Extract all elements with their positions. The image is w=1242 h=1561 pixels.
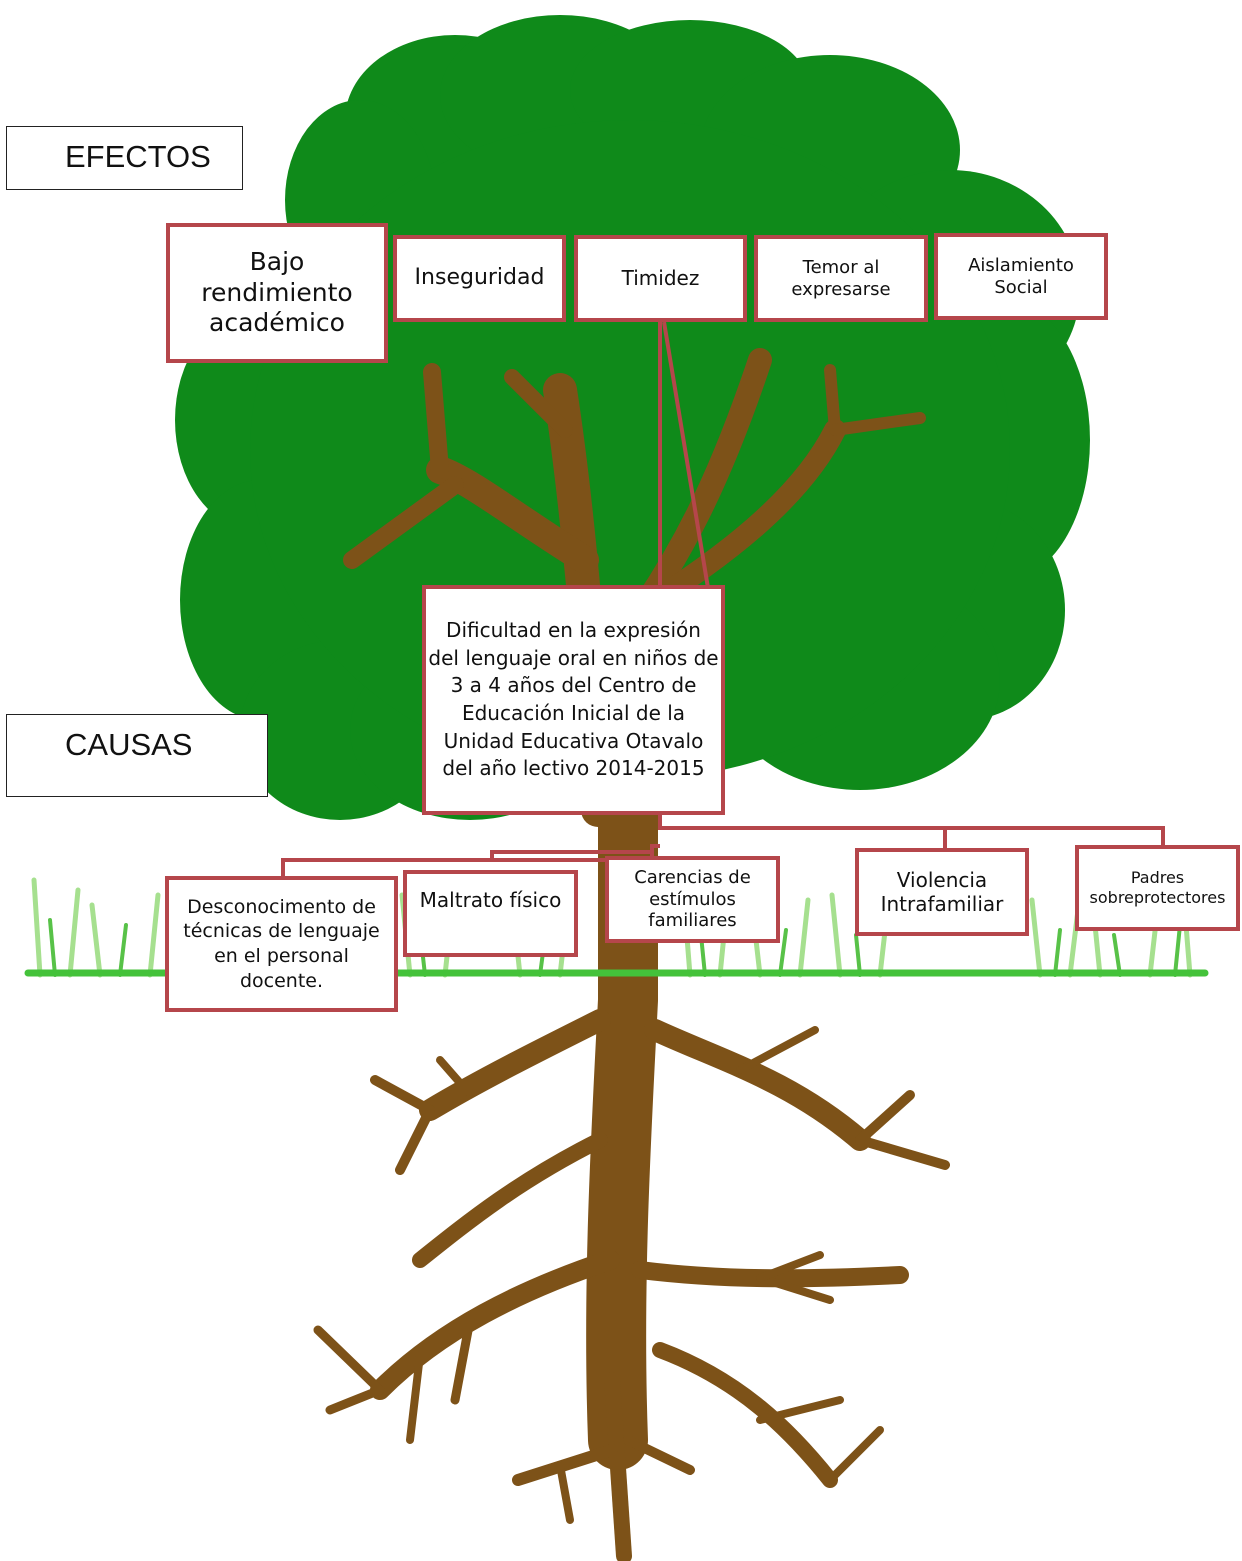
effect-label: Aislamiento Social (968, 254, 1074, 298)
cause-box: Violencia Intrafamiliar (855, 848, 1029, 936)
effect-box: Inseguridad (393, 235, 566, 322)
cause-label: Padres sobreprotectores (1089, 868, 1226, 907)
effect-label: Timidez (621, 266, 700, 291)
effect-label: Inseguridad (414, 265, 545, 291)
causes-header-box: CAUSAS (6, 714, 268, 797)
cause-box: Maltrato físico (403, 870, 578, 957)
cause-label: Desconocimento de técnicas de lenguaje e… (183, 895, 380, 992)
causes-header: CAUSAS (65, 727, 193, 762)
cause-box: Carencias de estímulos familiares (605, 856, 780, 943)
cause-box: Desconocimento de técnicas de lenguaje e… (165, 876, 398, 1012)
cause-box: Padres sobreprotectores (1075, 845, 1240, 931)
central-problem-text: Dificultad en la expresión del lenguaje … (428, 618, 719, 781)
central-problem-box: Dificultad en la expresión del lenguaje … (422, 585, 725, 815)
cause-label: Violencia Intrafamiliar (880, 867, 1004, 916)
effects-header-box: EFECTOS (6, 126, 243, 190)
cause-label: Maltrato físico (419, 888, 562, 912)
effect-box: Bajo rendimiento académico (166, 223, 388, 363)
effect-box: Aislamiento Social (934, 233, 1108, 320)
cause-label: Carencias de estímulos familiares (634, 866, 751, 932)
effect-label: Bajo rendimiento académico (201, 247, 353, 338)
effect-box: Timidez (574, 235, 747, 322)
tree-roots (313, 770, 950, 1561)
effect-box: Temor al expresarse (754, 235, 928, 322)
effect-label: Temor al expresarse (791, 256, 891, 300)
effects-header: EFECTOS (65, 139, 211, 174)
